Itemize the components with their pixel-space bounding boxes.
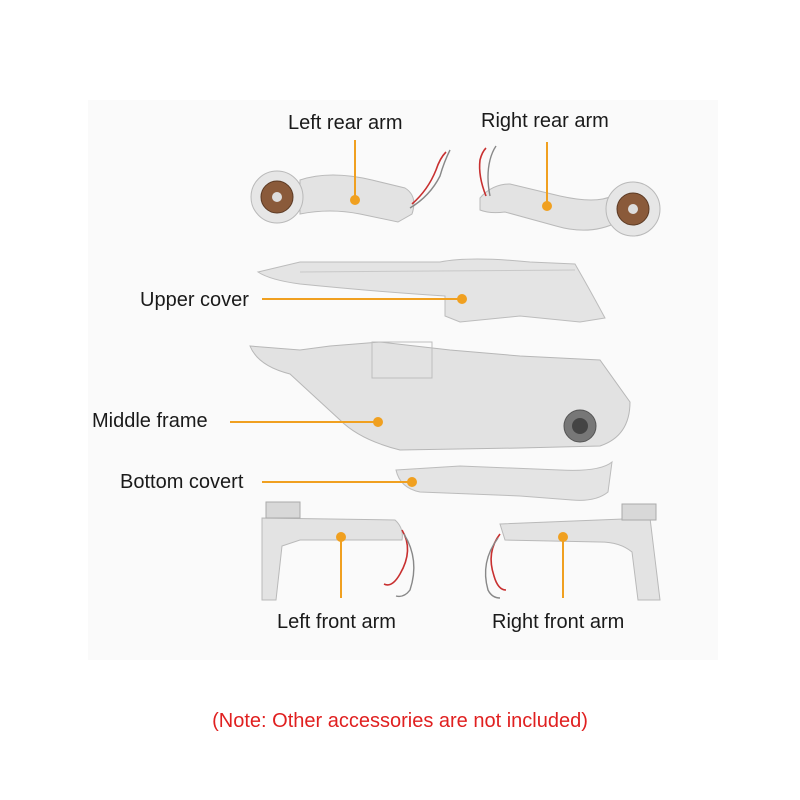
leader-dot-bottom-covert <box>407 477 417 487</box>
label-right-front-arm: Right front arm <box>492 611 625 633</box>
label-right-rear-arm: Right rear arm <box>481 110 609 132</box>
accessories-note: (Note: Other accessories are not include… <box>212 710 588 732</box>
leader-dot-right-rear-arm <box>542 201 552 211</box>
leader-dot-left-rear-arm <box>350 195 360 205</box>
bottom-covert-part <box>395 460 613 501</box>
upper-cover-part <box>256 258 606 323</box>
leader-lines <box>230 140 568 598</box>
leader-dot-right-front-arm <box>558 532 568 542</box>
left-front-arm-part <box>261 501 415 601</box>
label-upper-cover: Upper cover <box>140 289 249 311</box>
right-front-arm-part <box>484 503 661 601</box>
leader-dot-upper-cover <box>457 294 467 304</box>
label-bottom-covert: Bottom covert <box>120 471 244 493</box>
label-middle-frame: Middle frame <box>92 410 208 432</box>
leader-dot-left-front-arm <box>336 532 346 542</box>
leader-dot-middle-frame <box>373 417 383 427</box>
label-left-rear-arm: Left rear arm <box>288 112 403 134</box>
label-left-front-arm: Left front arm <box>277 611 396 633</box>
